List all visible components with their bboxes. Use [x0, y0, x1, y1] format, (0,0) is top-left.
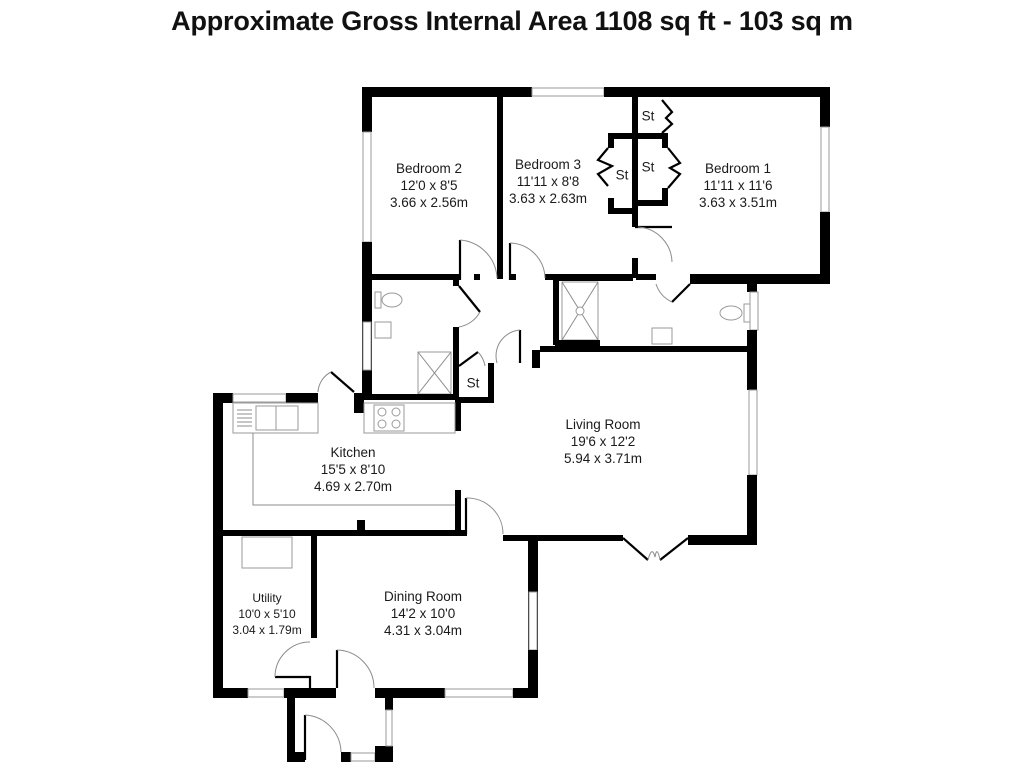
- room-dim-imperial: 11'11 x 11'6: [703, 178, 773, 193]
- room-label-dining-room: Dining Room 14'2 x 10'0 4.31 x 3.04m: [384, 588, 462, 639]
- room-label-bedroom2: Bedroom 2 12'0 x 8'5 3.66 x 2.56m: [390, 160, 468, 211]
- window-kitchen: [232, 393, 287, 403]
- storage-label-bedroom1-top: St: [641, 108, 655, 124]
- room-label-living-room: Living Room 19'6 x 12'2 5.94 x 3.71m: [564, 416, 642, 467]
- window-bedroom3: [531, 87, 605, 97]
- top-bedroom-block: [362, 87, 830, 400]
- room-name: Bedroom 2: [395, 161, 463, 176]
- window-living: [748, 389, 758, 476]
- room-name: Utility: [252, 591, 282, 605]
- window-ensuite: [749, 291, 759, 331]
- kitchen-walls: [213, 371, 467, 698]
- basin-icon: [374, 321, 392, 339]
- basin-ensuite-icon: [651, 327, 673, 345]
- french-doors: [647, 551, 661, 561]
- room-name: Living Room: [565, 417, 641, 432]
- door-bedroom3: [509, 242, 546, 279]
- door-bedroom1-arc: [637, 226, 673, 263]
- room-dim-imperial: 15'5 x 8'10: [320, 462, 386, 477]
- toilet-icon: [381, 292, 403, 308]
- floor-area-title: Approximate Gross Internal Area 1108 sq …: [171, 6, 853, 36]
- window-utility: [247, 688, 285, 698]
- entrance-porch: [287, 690, 393, 762]
- sink-bowl-1: [255, 405, 279, 431]
- room-name: Bedroom 1: [704, 161, 772, 176]
- dining-room-walls: [335, 591, 538, 698]
- window-dining-front: [444, 688, 514, 698]
- room-name: Dining Room: [383, 589, 463, 604]
- window-dining-side: [528, 591, 538, 651]
- storage-label-hall: St: [466, 375, 480, 391]
- window-bathroom: [362, 321, 372, 371]
- room-label-utility: Utility 10'0 x 5'10 3.04 x 1.79m: [232, 590, 301, 638]
- room-dim-metric: 3.63 x 3.51m: [698, 195, 778, 210]
- room-dim-metric: 5.94 x 3.71m: [563, 451, 643, 466]
- room-dim-metric: 4.31 x 3.04m: [383, 623, 463, 638]
- ensuite-bathroom: [540, 275, 759, 390]
- sink-bowl-2: [275, 405, 299, 431]
- room-dim-metric: 4.69 x 2.70m: [313, 479, 393, 494]
- door-bedroom2: [459, 239, 498, 279]
- room-label-kitchen: Kitchen 15'5 x 8'10 4.69 x 2.70m: [314, 444, 392, 495]
- utility-walls: [213, 536, 336, 698]
- utility-appliance: [241, 536, 293, 569]
- room-dim-imperial: 11'11 x 8'8: [516, 174, 580, 189]
- storage-label-bedroom1-mid: St: [641, 159, 655, 175]
- room-dim-metric: 3.66 x 2.56m: [389, 195, 469, 210]
- room-dim-metric: 3.63 x 2.63m: [508, 191, 588, 206]
- room-label-bedroom1: Bedroom 1 11'11 x 11'6 3.63 x 3.51m: [699, 160, 777, 211]
- hall-store: [458, 329, 540, 403]
- window-porch-front: [350, 752, 376, 762]
- room-dim-imperial: 10'0 x 5'10: [238, 607, 296, 621]
- room-dim-imperial: 12'0 x 8'5: [400, 178, 458, 193]
- window-porch-side: [385, 709, 393, 747]
- room-dim-metric: 3.04 x 1.79m: [232, 623, 302, 637]
- window-bedroom2: [362, 131, 372, 243]
- door-ensuite: [671, 283, 691, 303]
- room-label-bedroom3: Bedroom 3 11'11 x 8'8 3.63 x 2.63m: [509, 156, 587, 207]
- bathroom-left: [362, 274, 481, 400]
- window-bedroom1: [820, 126, 830, 213]
- room-dim-imperial: 14'2 x 10'0: [390, 606, 456, 621]
- storage-label-bedroom3: St: [615, 167, 629, 183]
- room-dim-imperial: 19'6 x 12'2: [570, 434, 636, 449]
- toilet-ensuite-icon: [719, 305, 743, 321]
- room-name: Bedroom 3: [514, 157, 582, 172]
- room-name: Kitchen: [330, 445, 376, 460]
- hob-icon: [373, 404, 405, 432]
